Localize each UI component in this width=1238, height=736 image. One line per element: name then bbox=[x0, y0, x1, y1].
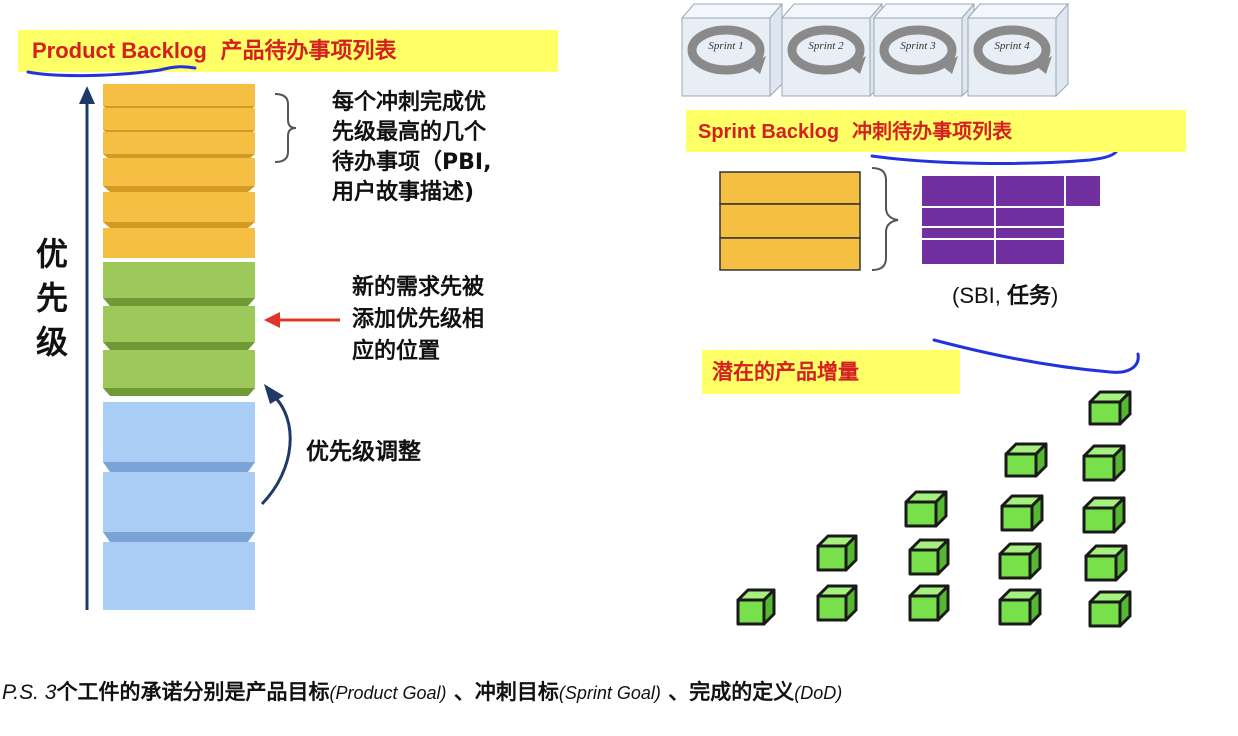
sprint-box-4 bbox=[966, 2, 1070, 98]
cube bbox=[1088, 590, 1132, 628]
pbi-block bbox=[103, 262, 255, 298]
note-line: 待办事项（PBI, bbox=[332, 150, 492, 175]
cube bbox=[908, 584, 950, 622]
cube bbox=[998, 588, 1042, 626]
brace-top-pbis bbox=[274, 93, 297, 163]
pbi-block bbox=[103, 472, 255, 532]
pbi-block bbox=[103, 350, 255, 388]
pbi-block-bevel bbox=[103, 298, 255, 306]
reprioritize-arrowhead bbox=[264, 384, 284, 404]
reprioritize-arrow-curve bbox=[260, 392, 292, 506]
cube bbox=[1000, 494, 1044, 532]
pbi-block-bevel bbox=[103, 222, 255, 228]
pbi-block-bevel bbox=[103, 532, 255, 542]
pbi-block-bevel bbox=[103, 462, 255, 472]
increment-title: 潜在的产品增量 bbox=[702, 350, 960, 394]
product-backlog-title-en: Product Backlog bbox=[32, 38, 207, 63]
cube bbox=[816, 534, 858, 572]
sprint-backlog-task-grid bbox=[922, 176, 1100, 264]
sbi-caption-suffix: ) bbox=[1051, 283, 1059, 308]
footnote-prefix: P.S. 3 bbox=[2, 681, 57, 704]
sbi-caption: (SBI, 任务) bbox=[952, 278, 1058, 310]
increment-cubes bbox=[736, 390, 1132, 628]
sprint-label-2: Sprint 2 bbox=[808, 40, 844, 52]
handwritten-underline-sprint-backlog bbox=[870, 150, 1118, 165]
cube bbox=[998, 542, 1042, 580]
product-backlog-title-cn: 产品待办事项列表 bbox=[220, 39, 397, 64]
handwritten-underline-product-backlog bbox=[26, 65, 197, 78]
pbi-block-stack-orange bbox=[103, 84, 255, 258]
cube bbox=[736, 588, 776, 626]
note-line: 应的位置 bbox=[352, 339, 441, 364]
priority-axis-char: 级 bbox=[36, 323, 69, 361]
note-line: 新的需求先被 bbox=[352, 275, 485, 300]
cube bbox=[1082, 444, 1126, 482]
pbi-block bbox=[103, 192, 255, 222]
priority-axis-arrowhead bbox=[79, 86, 95, 104]
footnote-goal1: (Product Goal) bbox=[329, 683, 447, 703]
cube bbox=[908, 538, 950, 576]
note-top-pbis: 每个冲刺完成优 先级最高的几个 待办事项（PBI, 用户故事描述) bbox=[332, 88, 491, 208]
pbi-block bbox=[103, 228, 255, 258]
pbi-block-stack-blue bbox=[103, 402, 255, 610]
sprint-boxes bbox=[680, 2, 1070, 98]
sprint-backlog-title: Sprint Backlog 冲刺待办事项列表 bbox=[686, 110, 1186, 152]
pbi-block bbox=[103, 542, 255, 610]
cube bbox=[1082, 496, 1126, 534]
sprint-box-2 bbox=[780, 2, 884, 98]
sprint-label-1: Sprint 1 bbox=[708, 40, 744, 52]
new-requirement-arrowhead bbox=[264, 312, 280, 328]
pbi-block bbox=[103, 108, 255, 130]
pbi-block bbox=[103, 402, 255, 462]
note-line: 用户故事描述) bbox=[332, 180, 475, 205]
sprint-label-3: Sprint 3 bbox=[900, 40, 936, 52]
pbi-block bbox=[103, 158, 255, 186]
brace-sprint-backlog bbox=[871, 167, 899, 271]
pbi-block-bevel bbox=[103, 342, 255, 350]
sprint-backlog-pbis bbox=[719, 171, 861, 271]
footnote-sep2: 、完成的定义 bbox=[660, 680, 795, 704]
cube bbox=[816, 584, 858, 622]
sbi-caption-prefix: (SBI, bbox=[952, 283, 1008, 308]
cube bbox=[1084, 544, 1128, 582]
handwritten-curve-increment bbox=[932, 338, 1140, 374]
pbi-block bbox=[103, 306, 255, 342]
note-reprioritize: 优先级调整 bbox=[306, 439, 421, 465]
pbi-block bbox=[103, 132, 255, 154]
sbi-caption-task: 任务 bbox=[1007, 284, 1052, 309]
note-line: 添加优先级相 bbox=[352, 307, 485, 332]
sprint-backlog-title-en: Sprint Backlog bbox=[698, 121, 840, 143]
pbi-block-bevel bbox=[103, 388, 255, 396]
note-line: 每个冲刺完成优 bbox=[332, 90, 487, 115]
footnote-goal2: (Sprint Goal) bbox=[558, 683, 661, 703]
priority-axis-label: 优 先 级 bbox=[36, 232, 80, 364]
pbi-block-bevel bbox=[103, 186, 255, 192]
sprint-label-4: Sprint 4 bbox=[994, 40, 1030, 52]
priority-axis-char: 优 bbox=[36, 235, 69, 273]
note-line: 先级最高的几个 bbox=[332, 120, 487, 145]
pbi-block-stack-green bbox=[103, 262, 255, 396]
product-backlog-title: Product Backlog 产品待办事项列表 bbox=[18, 30, 558, 72]
note-new-requirements: 新的需求先被 添加优先级相 应的位置 bbox=[352, 272, 484, 368]
footnote-sep1: 、冲刺目标 bbox=[446, 680, 559, 704]
cube bbox=[1004, 442, 1048, 478]
cube bbox=[1088, 390, 1132, 426]
priority-axis-char: 先 bbox=[36, 279, 69, 317]
footnote-goal3: (DoD) bbox=[794, 683, 843, 703]
cube bbox=[904, 490, 948, 528]
footnote: P.S. 3个工件的承诺分别是产品目标(Product Goal) 、冲刺目标(… bbox=[2, 676, 842, 706]
pbi-block bbox=[103, 84, 255, 106]
sprint-box-1 bbox=[680, 2, 784, 98]
footnote-part1: 个工件的承诺分别是产品目标 bbox=[56, 680, 330, 704]
sprint-backlog-title-cn: 冲刺待办事项列表 bbox=[852, 119, 1013, 143]
